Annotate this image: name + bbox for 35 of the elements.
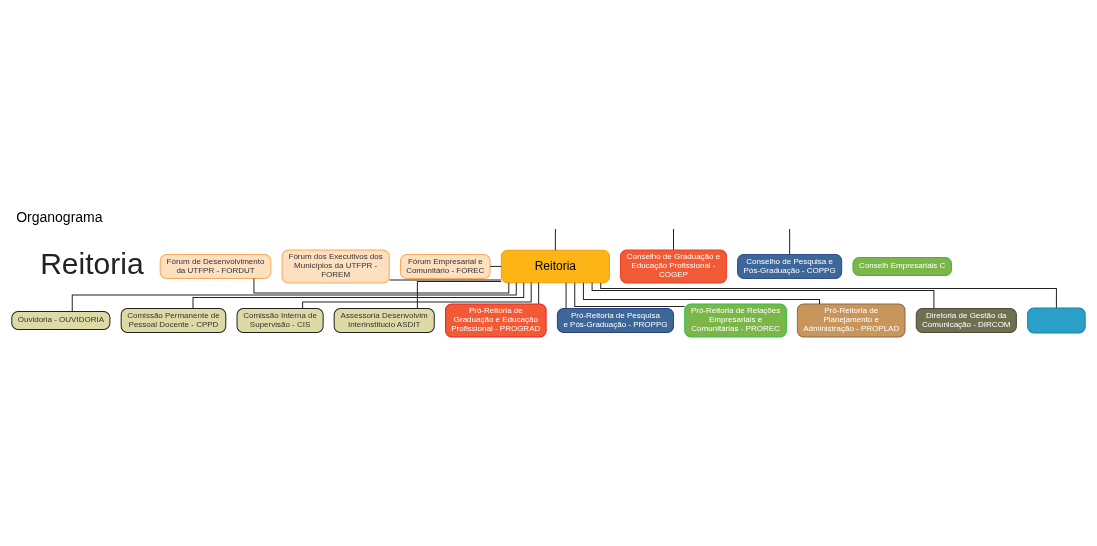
node-box — [1027, 307, 1086, 334]
node-box: Diretoria de Gestão da Comunicação - DIRCOM — [915, 307, 1017, 333]
node-box: Conselho de Pesquisa e Pós-Graduação - COPPG — [737, 253, 843, 279]
node-box: Ouvidoria - OUVIDORIA — [11, 310, 111, 330]
connector — [538, 282, 540, 305]
node-box: Reitoria — [500, 249, 610, 284]
connector — [71, 282, 517, 312]
node-box: Pró-Reitoria de Graduação e Educação Profissional - PROGRAD — [445, 303, 547, 338]
node-box: Pró-Reitoria de Planejamento e Administração - PROPLAD — [796, 303, 906, 338]
label: Reitoria — [40, 246, 144, 280]
node-box: Pró-Reitoria de Pesquisa e Pós-Graduação - PROPPG — [556, 307, 674, 333]
node-box: Fórum dos Executivos dos Municípios da UTFPR - FOREM — [281, 249, 390, 284]
connector — [192, 282, 525, 309]
connector — [789, 228, 791, 255]
node-box: Fórum de Desenvolvimento da UTFPR - FORDUT — [159, 253, 272, 279]
node-box: Comissão Permanente de Pessoal Docente - CPPD — [120, 307, 227, 333]
connector — [489, 265, 502, 267]
connector — [574, 282, 686, 307]
node-box: Pró-Reitoria de Relações Empresariais e Comunitárias - PROREC — [684, 303, 787, 338]
connector — [302, 282, 532, 309]
node-box: Comissão Interna de Supervisão - CIS — [236, 307, 324, 333]
connector — [582, 282, 821, 305]
node-box: Conselho de Graduação e Educação Profissional - COGEP — [619, 249, 728, 284]
connector — [600, 282, 1057, 309]
connector — [591, 282, 935, 309]
connector — [416, 280, 502, 309]
connector — [253, 277, 510, 294]
connector — [565, 282, 567, 309]
diagram-title: Organograma — [16, 209, 103, 226]
node-box: Assessoria Desenvolvim Interinstitucio ASDIT — [333, 307, 435, 333]
node-box: Fórum Empresarial e Comunitário - FOREC — [399, 253, 491, 279]
connector — [554, 228, 556, 251]
node-box: Conselh Empresariais C — [852, 256, 953, 276]
connector — [388, 279, 502, 281]
connector — [673, 228, 674, 251]
